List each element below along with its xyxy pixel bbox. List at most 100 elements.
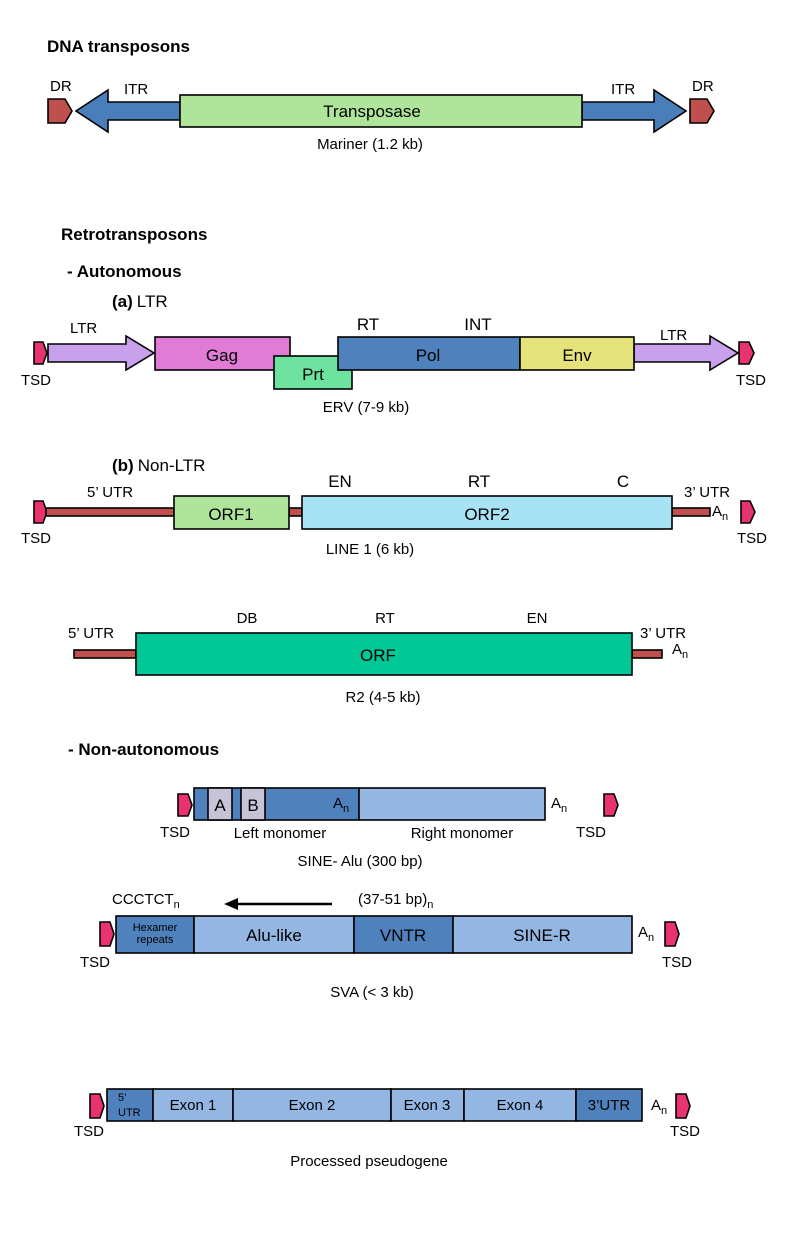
heading-non-autonomous: - Non-autonomous (68, 740, 219, 759)
tsd-right-label: TSD (670, 1123, 700, 1140)
dr-left-label: DR (50, 78, 72, 95)
mid-poly-a-label: An (333, 795, 349, 815)
ltr-subheading-name: LTR (137, 292, 168, 311)
c-label: C (617, 472, 629, 491)
utr5-label: 5’ UTR (68, 625, 114, 642)
orf2-box (301, 495, 673, 530)
pol-label: Pol (416, 346, 441, 365)
utr3-label: 3’ UTR (684, 484, 730, 501)
hexamer-label-line2: repeats (137, 934, 174, 946)
ltr-right-label: LTR (660, 327, 687, 344)
poly-a-label: An (651, 1097, 667, 1117)
alu-like-box (193, 915, 355, 954)
pseudogene-caption: Processed pseudogene (290, 1153, 448, 1170)
a-box (207, 787, 233, 821)
utr5-label: 5’ UTR (87, 484, 133, 501)
orf1-box (173, 495, 290, 530)
tsd-right-shape (664, 921, 680, 947)
mariner-caption: Mariner (1.2 kb) (317, 136, 423, 153)
ccctct-label: CCCTCTn (112, 891, 180, 911)
db-label: DB (237, 610, 258, 627)
alu-element: A B An An TSD TSD Left monomer Right mon… (160, 787, 619, 870)
vntr-unit-label: (37-51 bp)n (358, 891, 433, 911)
left-monomer-label: Left monomer (234, 825, 327, 842)
dr-right-shape (689, 98, 715, 124)
poly-a-subscript: n (682, 649, 688, 661)
env-label: Env (562, 346, 592, 365)
alu-caption: SINE- Alu (300 bp) (297, 853, 422, 870)
tsd-right-label: TSD (737, 530, 767, 547)
line1-caption: LINE 1 (6 kb) (326, 541, 414, 558)
tsd-right-label: TSD (736, 372, 766, 389)
heading-autonomous: - Autonomous (67, 262, 182, 281)
ltr-subheading-letter: (a) (112, 292, 133, 311)
vntr-label: VNTR (380, 926, 426, 945)
utr3-box (575, 1088, 643, 1122)
tsd-left-label: TSD (80, 954, 110, 971)
mid-poly-a-letter: A (333, 795, 343, 812)
exon1-box (152, 1088, 234, 1122)
exon1-label: Exon 1 (170, 1097, 217, 1114)
rt-label: RT (375, 610, 395, 627)
pseudogene-element: 5’ UTR Exon 1 Exon 2 Exon 3 Exon 4 3’UTR… (74, 1088, 700, 1170)
r2-element: 5’ UTR 3’ UTR ORF DB RT EN An R2 (4-5 kb… (68, 610, 688, 706)
ltr-right-arrow (633, 334, 740, 372)
nonltr-subheading: (b)Non-LTR (112, 456, 205, 475)
r2-orf-box (135, 632, 633, 676)
utr5-linker (45, 507, 175, 517)
tsd-left-shape (33, 341, 48, 365)
nonltr-subheading-letter: (b) (112, 456, 134, 475)
poly-a-subscript: n (661, 1105, 667, 1117)
orf1-label: ORF1 (208, 505, 253, 524)
vntr-unit-text: (37-51 bp) (358, 891, 427, 908)
tsd-left-label: TSD (74, 1123, 104, 1140)
orf-label: ORF (360, 646, 396, 665)
tsd-right-shape (738, 341, 755, 365)
tsd-left-shape (33, 500, 48, 524)
utr3-label: 3’UTR (588, 1097, 631, 1114)
poly-a-letter: A (638, 924, 648, 941)
poly-a-label: An (712, 503, 728, 523)
nonltr-subheading-name: Non-LTR (138, 456, 206, 475)
end-poly-a-label: An (551, 795, 567, 815)
direction-arrow-head (224, 898, 238, 910)
itr-right-label: ITR (611, 81, 635, 98)
exon4-label: Exon 4 (497, 1097, 544, 1114)
ltr-left-arrow (47, 334, 156, 372)
right-monomer-label: Right monomer (411, 825, 514, 842)
dr-left-shape (47, 98, 73, 124)
ccctct-text: CCCTCT (112, 891, 174, 908)
gag-box (154, 336, 291, 371)
erv-caption: ERV (7-9 kb) (323, 399, 409, 416)
utr3-linker (631, 649, 663, 659)
tsd-right-shape (603, 793, 619, 817)
a-box-label: A (214, 796, 226, 815)
tsd-left-shape (99, 921, 115, 947)
heading-retrotransposons: Retrotransposons (61, 225, 207, 244)
poly-a-letter: A (712, 503, 722, 520)
mid-poly-a-subscript: n (343, 803, 349, 815)
tsd-right-label: TSD (576, 824, 606, 841)
heading-dna-transposons: DNA transposons (47, 37, 190, 56)
vntr-unit-subscript: n (427, 899, 433, 911)
hexamer-label-line1: Hexamer (133, 922, 178, 934)
utr5-linker (73, 649, 137, 659)
b-box-label: B (247, 796, 258, 815)
utr3-label: 3’ UTR (640, 625, 686, 642)
gag-label: Gag (206, 346, 238, 365)
tsd-right-shape (740, 500, 756, 524)
en-label: EN (328, 472, 352, 491)
itr-left-label: ITR (124, 81, 148, 98)
tsd-left-label: TSD (21, 372, 51, 389)
alu-like-label: Alu-like (246, 926, 302, 945)
right-monomer-box (358, 787, 546, 821)
end-poly-a-letter: A (551, 795, 561, 812)
poly-a-letter: A (651, 1097, 661, 1114)
tsd-left-label: TSD (21, 530, 51, 547)
poly-a-subscript: n (648, 932, 654, 944)
itr-right-arrow (581, 88, 688, 134)
line1-element: (b)Non-LTR 5’ UTR 3’ UTR ORF1 ORF2 EN RT… (21, 456, 767, 558)
transposase-label: Transposase (323, 102, 421, 121)
tsd-right-label: TSD (662, 954, 692, 971)
